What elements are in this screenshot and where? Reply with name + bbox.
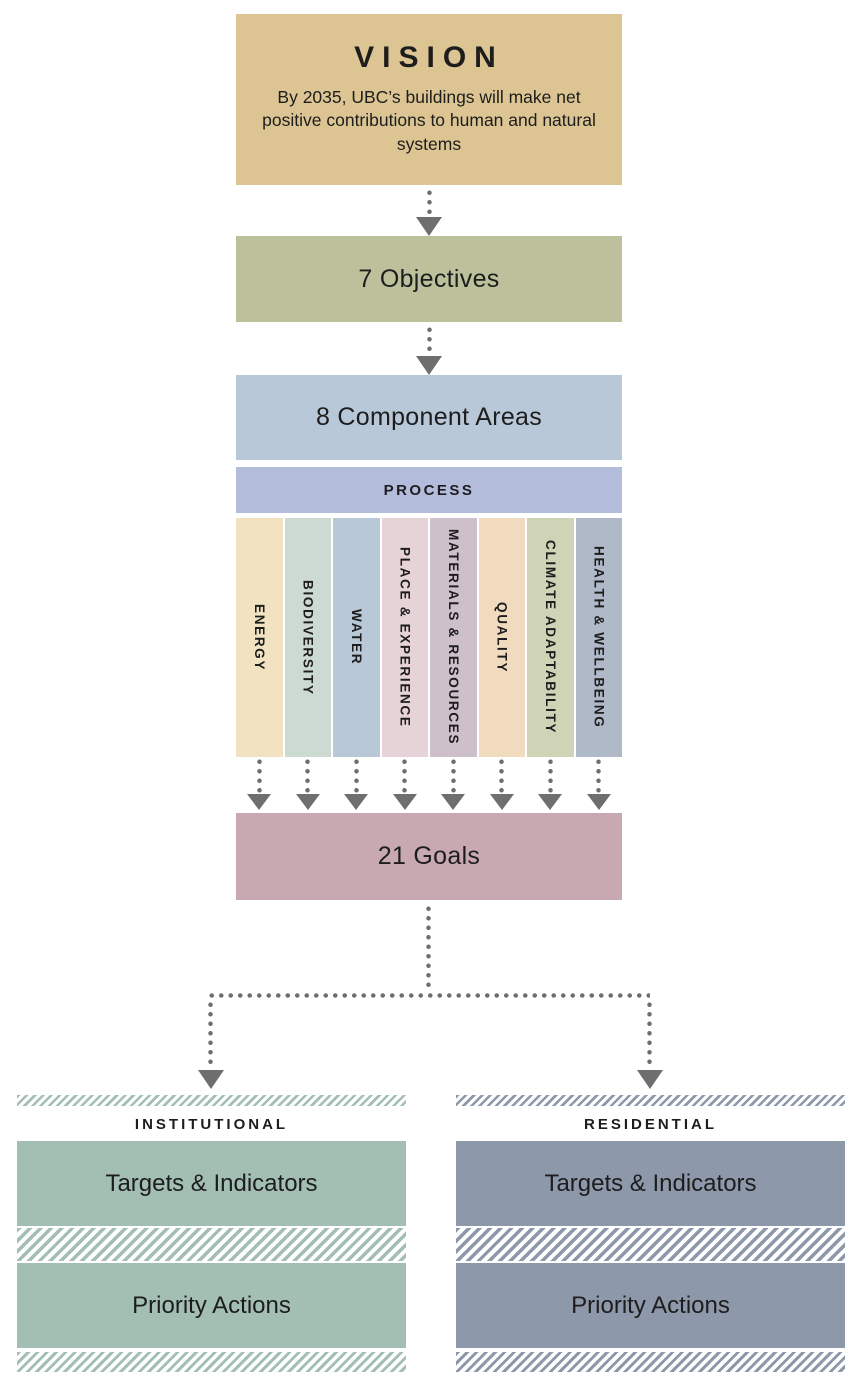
component-areas-box: 8 Component Areas bbox=[236, 375, 622, 460]
component-column-place-experience: PLACE & EXPERIENCE bbox=[381, 518, 428, 757]
dotted-line bbox=[254, 757, 264, 794]
objectives-label: 7 Objectives bbox=[358, 264, 500, 293]
down-arrowhead-icon bbox=[344, 794, 369, 810]
process-label: PROCESS bbox=[383, 481, 475, 499]
priority-actions-label: Priority Actions bbox=[571, 1291, 730, 1319]
component-areas-label: 8 Component Areas bbox=[315, 403, 543, 431]
column-label: WATER bbox=[348, 609, 364, 666]
down-arrowhead-icon bbox=[295, 794, 320, 810]
down-arrowhead-icon bbox=[247, 794, 272, 810]
down-arrowhead-icon bbox=[416, 356, 442, 375]
dotted-line bbox=[424, 188, 434, 217]
objectives-box: 7 Objectives bbox=[236, 236, 622, 322]
process-bar: PROCESS bbox=[236, 467, 622, 513]
dotted-line bbox=[448, 757, 458, 794]
down-arrow-icon bbox=[333, 757, 380, 813]
branch-horizontal-dotted-line bbox=[207, 991, 650, 1000]
hatch-bar-middle bbox=[456, 1228, 845, 1261]
targets-indicators-label: Targets & Indicators bbox=[544, 1169, 757, 1197]
column-label: CLIMATE ADAPTABILITY bbox=[542, 540, 558, 735]
column-label: BIODIVERSITY bbox=[300, 579, 316, 696]
dotted-line bbox=[594, 757, 604, 794]
component-column-energy: ENERGY bbox=[236, 518, 283, 757]
institutional-label: INSTITUTIONAL bbox=[134, 1115, 289, 1133]
residential-label: RESIDENTIAL bbox=[583, 1115, 717, 1133]
down-arrow-icon bbox=[479, 757, 526, 813]
dotted-line bbox=[497, 757, 507, 794]
hatch-bar-top bbox=[17, 1095, 406, 1106]
priority-actions-box: Priority Actions bbox=[17, 1263, 406, 1348]
dotted-line bbox=[303, 757, 313, 794]
down-arrowhead-icon bbox=[586, 794, 611, 810]
column-label: QUALITY bbox=[494, 601, 510, 674]
branch-stem-dotted-line bbox=[424, 904, 433, 990]
residential-section: RESIDENTIAL Targets & Indicators Priorit… bbox=[456, 1095, 845, 1373]
hatch-bar-bottom bbox=[17, 1352, 406, 1372]
targets-indicators-box: Targets & Indicators bbox=[456, 1141, 845, 1226]
dotted-line bbox=[400, 757, 410, 794]
down-arrowhead-icon bbox=[637, 1070, 663, 1089]
component-column-quality: QUALITY bbox=[478, 518, 525, 757]
dotted-line bbox=[424, 325, 434, 356]
targets-indicators-box: Targets & Indicators bbox=[17, 1141, 406, 1226]
column-label: PLACE & EXPERIENCE bbox=[397, 547, 413, 728]
down-arrow-icon bbox=[416, 325, 442, 375]
dotted-line bbox=[545, 757, 555, 794]
goals-box: 21 Goals bbox=[236, 813, 622, 900]
column-label: MATERIALS & RESOURCES bbox=[445, 529, 461, 746]
priority-actions-label: Priority Actions bbox=[132, 1291, 291, 1319]
component-column-biodiversity: BIODIVERSITY bbox=[284, 518, 331, 757]
component-column-climate-adaptability: CLIMATE ADAPTABILITY bbox=[527, 518, 574, 757]
hatch-bar-middle bbox=[17, 1228, 406, 1261]
targets-indicators-label: Targets & Indicators bbox=[105, 1169, 318, 1197]
priority-actions-box: Priority Actions bbox=[456, 1263, 845, 1348]
vision-box: VISION By 2035, UBC’s buildings will mak… bbox=[236, 14, 622, 185]
component-columns: ENERGY BIODIVERSITY WATER PLACE & EXPERI… bbox=[236, 518, 622, 757]
down-arrow-icon bbox=[416, 188, 442, 236]
down-arrow-icon bbox=[527, 757, 574, 813]
hatch-bar-bottom bbox=[456, 1352, 845, 1372]
down-arrow-icon bbox=[285, 757, 332, 813]
column-label: ENERGY bbox=[251, 603, 267, 672]
dotted-line bbox=[351, 757, 361, 794]
component-column-materials-resources: MATERIALS & RESOURCES bbox=[430, 518, 477, 757]
down-arrow-icon bbox=[236, 757, 283, 813]
branch-left-dotted-line bbox=[206, 1000, 215, 1066]
hatch-bar-top bbox=[456, 1095, 845, 1106]
branch-right-dotted-line bbox=[645, 1000, 654, 1066]
vision-title: VISION bbox=[354, 41, 504, 74]
down-arrowhead-icon bbox=[489, 794, 514, 810]
down-arrow-icon bbox=[382, 757, 429, 813]
down-arrow-icon bbox=[430, 757, 477, 813]
vision-body: By 2035, UBC’s buildings will make net p… bbox=[262, 87, 596, 154]
down-arrowhead-icon bbox=[416, 217, 442, 236]
down-arrowhead-icon bbox=[198, 1070, 224, 1089]
goals-label: 21 Goals bbox=[377, 842, 481, 870]
down-arrowhead-icon bbox=[441, 794, 466, 810]
down-arrowhead-icon bbox=[538, 794, 563, 810]
column-label: HEALTH & WELLBEING bbox=[591, 546, 607, 729]
institutional-section: INSTITUTIONAL Targets & Indicators Prior… bbox=[17, 1095, 406, 1373]
down-arrowhead-icon bbox=[392, 794, 417, 810]
component-column-health-wellbeing: HEALTH & WELLBEING bbox=[575, 518, 622, 757]
column-arrows bbox=[236, 757, 622, 813]
down-arrow-icon bbox=[576, 757, 623, 813]
component-column-water: WATER bbox=[333, 518, 380, 757]
